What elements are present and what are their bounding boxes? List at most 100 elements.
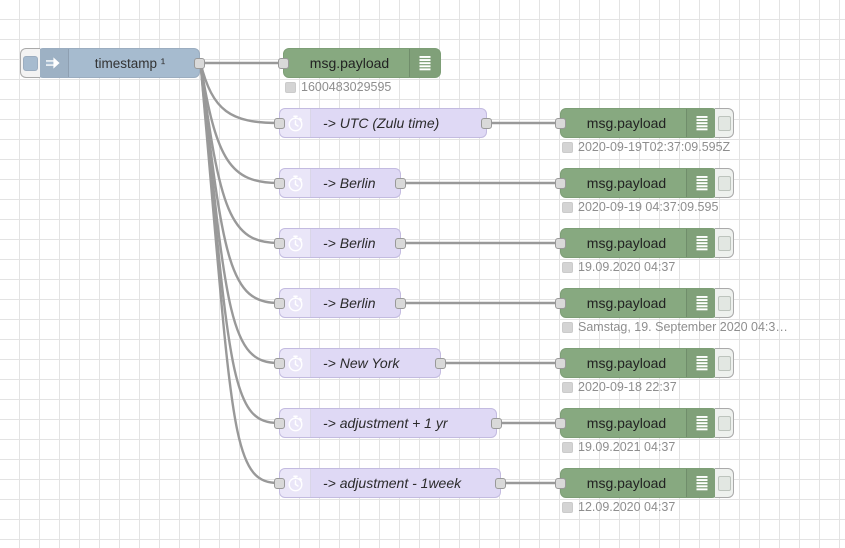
debug-node-0-label: msg.payload (309, 55, 390, 71)
debug-node-4-enable-toggle[interactable] (715, 288, 734, 318)
wire-inject-to-time-2[interactable] (199, 61, 280, 245)
debug-node-3-enable-toggle[interactable] (715, 228, 734, 258)
time-node-5[interactable]: -> adjustment + 1 yr (274, 408, 502, 438)
debug-list-icon (409, 49, 440, 77)
time-node-0-output-port[interactable] (481, 118, 492, 129)
wire-inject-to-time-5[interactable] (199, 61, 280, 425)
inject-node-label: timestamp ¹ (94, 55, 166, 71)
time-node-1-output-port[interactable] (395, 178, 406, 189)
time-node-2-output-port[interactable] (395, 238, 406, 249)
time-node-5-label: -> adjustment + 1 yr (323, 415, 448, 431)
wire-inject-to-time-4[interactable] (199, 61, 280, 365)
debug-list-icon (686, 289, 717, 317)
debug-node-1-input-port[interactable] (555, 118, 566, 129)
debug-node-0[interactable]: msg.payload (278, 48, 441, 78)
debug-node-3-label: msg.payload (586, 235, 667, 251)
debug-node-4-input-port[interactable] (555, 298, 566, 309)
debug-list-icon (686, 469, 717, 497)
debug-node-2-status-text: 2020-09-19 04:37:09.595 (578, 200, 719, 214)
time-node-4-output-port[interactable] (435, 358, 446, 369)
time-node-0[interactable]: -> UTC (Zulu time) (274, 108, 492, 138)
debug-node-6-input-port[interactable] (555, 418, 566, 429)
debug-node-5-enable-toggle[interactable] (715, 348, 734, 378)
debug-node-5-status-text: 2020-09-18 22:37 (578, 380, 677, 394)
time-node-6-input-port[interactable] (274, 478, 285, 489)
debug-node-6-enable-toggle-inner (717, 415, 731, 431)
time-node-2-input-port[interactable] (274, 238, 285, 249)
status-dot (562, 501, 573, 513)
debug-node-2-label: msg.payload (586, 175, 667, 191)
wire-inject-to-time-1[interactable] (199, 61, 280, 185)
debug-node-1-enable-toggle-inner (717, 115, 731, 131)
wire-inject-to-time-3[interactable] (199, 61, 280, 305)
debug-node-6-label: msg.payload (586, 415, 667, 431)
debug-list-icon (686, 409, 717, 437)
debug-node-4[interactable]: msg.payload (555, 288, 734, 318)
time-node-1[interactable]: -> Berlin (274, 168, 406, 198)
debug-node-1-label: msg.payload (586, 115, 667, 131)
debug-node-3-input-port[interactable] (555, 238, 566, 249)
time-node-3[interactable]: -> Berlin (274, 288, 406, 318)
time-node-3-label: -> Berlin (323, 295, 376, 311)
debug-node-7-status: 12.09.2020 04:37 (562, 500, 675, 514)
debug-node-1[interactable]: msg.payload (555, 108, 734, 138)
wire-inject-to-time-0[interactable] (199, 61, 280, 125)
inject-trigger-button-inner (23, 55, 38, 71)
debug-list-icon (686, 349, 717, 377)
debug-node-2-enable-toggle[interactable] (715, 168, 734, 198)
time-node-4-label: -> New York (323, 355, 400, 371)
debug-node-7-input-port[interactable] (555, 478, 566, 489)
debug-node-7-enable-toggle[interactable] (715, 468, 734, 498)
debug-node-7-label: msg.payload (586, 475, 667, 491)
time-node-6-output-port[interactable] (495, 478, 506, 489)
time-node-1-label: -> Berlin (323, 175, 376, 191)
inject-arrow-icon (38, 49, 69, 77)
inject-node-timestamp[interactable]: timestamp ¹ (20, 48, 205, 78)
inject-output-port[interactable] (194, 58, 205, 69)
clock-icon (280, 169, 311, 197)
debug-node-6-enable-toggle[interactable] (715, 408, 734, 438)
status-dot (285, 81, 296, 93)
time-node-5-output-port[interactable] (491, 418, 502, 429)
debug-node-5-enable-toggle-inner (717, 355, 731, 371)
debug-node-1-enable-toggle[interactable] (715, 108, 734, 138)
debug-node-1-status-text: 2020-09-19T02:37:09.595Z (578, 140, 731, 154)
status-dot (562, 141, 573, 153)
time-node-6[interactable]: -> adjustment - 1week (274, 468, 506, 498)
time-node-1-input-port[interactable] (274, 178, 285, 189)
debug-node-7[interactable]: msg.payload (555, 468, 734, 498)
debug-node-6[interactable]: msg.payload (555, 408, 734, 438)
debug-list-icon (686, 229, 717, 257)
debug-node-2-input-port[interactable] (555, 178, 566, 189)
time-node-3-input-port[interactable] (274, 298, 285, 309)
time-node-0-label: -> UTC (Zulu time) (323, 115, 440, 131)
time-node-3-output-port[interactable] (395, 298, 406, 309)
inject-trigger-button[interactable] (20, 48, 40, 78)
debug-node-0-status: 1600483029595 (285, 80, 391, 94)
debug-node-7-status-text: 12.09.2020 04:37 (578, 500, 676, 514)
status-dot (562, 201, 573, 213)
clock-icon (280, 349, 311, 377)
time-node-2[interactable]: -> Berlin (274, 228, 406, 258)
debug-node-6-status: 19.09.2021 04:37 (562, 440, 675, 454)
clock-icon (280, 289, 311, 317)
debug-node-3-status: 19.09.2020 04:37 (562, 260, 675, 274)
debug-node-7-enable-toggle-inner (717, 475, 731, 491)
debug-list-icon (686, 109, 717, 137)
time-node-2-label: -> Berlin (323, 235, 376, 251)
clock-icon (280, 229, 311, 257)
debug-node-6-status-text: 19.09.2021 04:37 (578, 440, 676, 454)
time-node-4-input-port[interactable] (274, 358, 285, 369)
time-node-5-input-port[interactable] (274, 418, 285, 429)
debug-node-5-input-port[interactable] (555, 358, 566, 369)
wire-inject-to-time-6[interactable] (199, 61, 280, 485)
debug-node-0-input-port[interactable] (278, 58, 289, 69)
debug-node-3[interactable]: msg.payload (555, 228, 734, 258)
debug-node-2[interactable]: msg.payload (555, 168, 734, 198)
debug-node-4-label: msg.payload (586, 295, 667, 311)
time-node-4[interactable]: -> New York (274, 348, 446, 378)
time-node-6-label: -> adjustment - 1week (323, 475, 462, 491)
debug-node-5[interactable]: msg.payload (555, 348, 734, 378)
time-node-0-input-port[interactable] (274, 118, 285, 129)
